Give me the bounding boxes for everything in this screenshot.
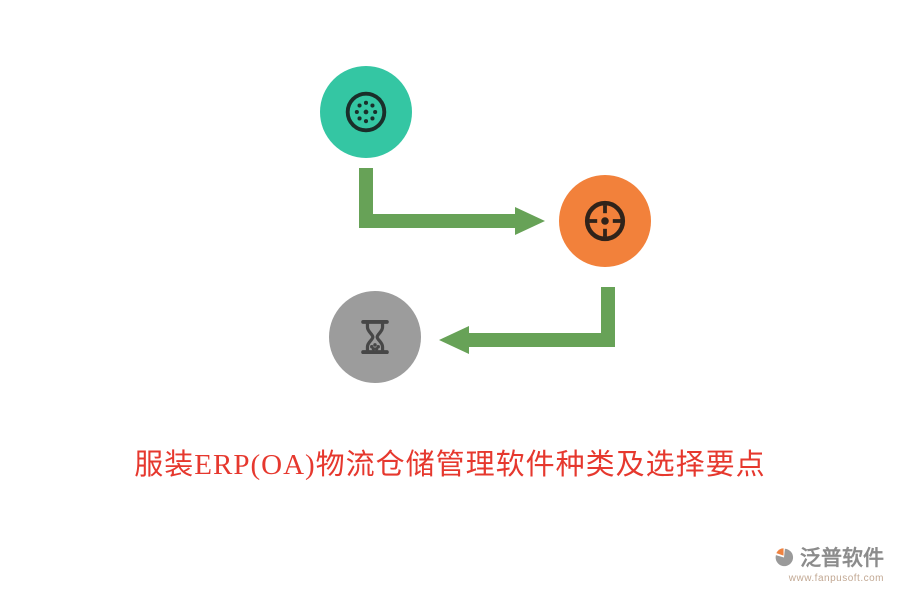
- brand-row: 泛普软件: [773, 542, 884, 572]
- brand-logo: 泛普软件 www.fanpusoft.com: [773, 542, 884, 584]
- kiwi-node: [320, 66, 412, 158]
- arrow-2-head-left: [439, 326, 469, 354]
- arrow-2-horizontal-bar: [469, 333, 615, 347]
- brand-name: 泛普软件: [800, 546, 884, 570]
- arrow-1-vertical-bar: [359, 168, 373, 228]
- arrow-1-horizontal-bar: [359, 214, 515, 228]
- article-title: 服装ERP(OA)物流仓储管理软件种类及选择要点: [134, 449, 766, 481]
- hourglass-node: [329, 291, 421, 383]
- arrow-1-head-right: [515, 207, 545, 235]
- hourglass-icon: [361, 319, 389, 355]
- pie-logo-icon: [775, 548, 794, 567]
- target-node: [559, 175, 651, 267]
- arrow-2-vertical-bar: [601, 287, 615, 347]
- brand-website: www.fanpusoft.com: [788, 573, 884, 584]
- target-dial-icon: [584, 200, 626, 242]
- kiwi-fruit-icon: [345, 91, 387, 133]
